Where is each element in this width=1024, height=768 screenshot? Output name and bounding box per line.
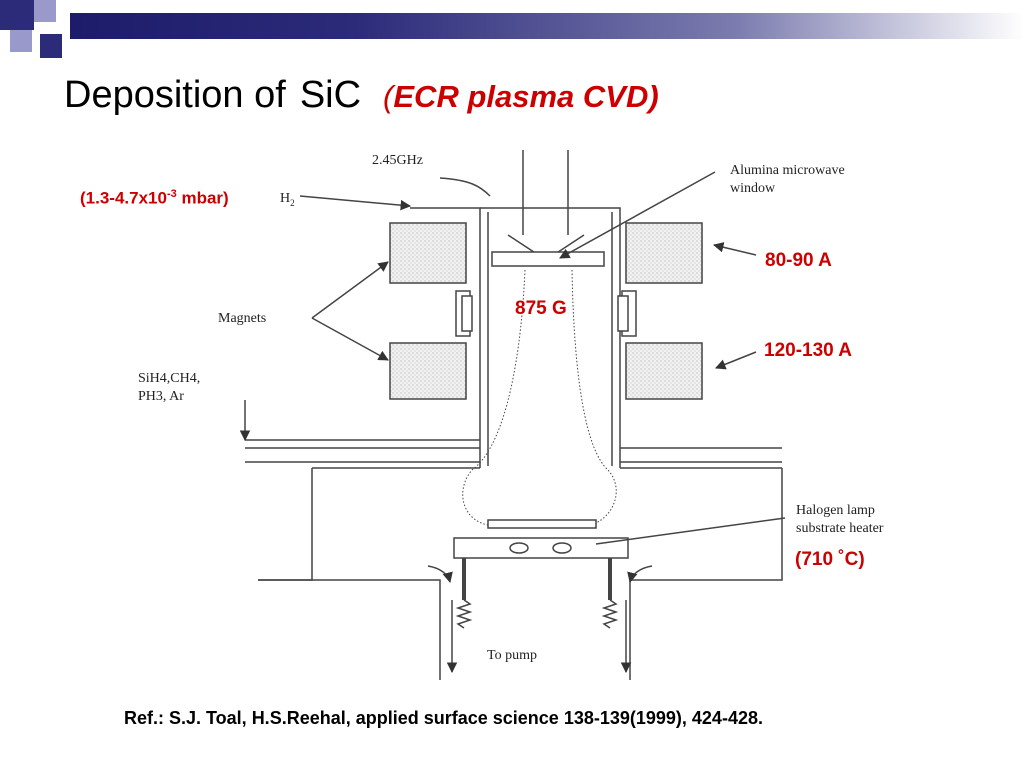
microwave-label: 2.45GHz — [372, 153, 423, 168]
bellows-right — [601, 599, 619, 629]
pressure-exponent: -3 — [166, 188, 177, 200]
flow-arrow-right — [627, 565, 653, 584]
magnet-upper-left — [389, 222, 467, 284]
port-right-inner — [617, 295, 629, 332]
decor-square-1 — [0, 0, 34, 30]
reference-citation: Ref.: S.J. Toal, H.S.Reehal, applied sur… — [124, 708, 763, 728]
plasma-outline — [462, 269, 617, 526]
alumina-label-2: window — [730, 181, 776, 196]
top-plate-right — [480, 207, 621, 468]
pressure-prefix: (1.3-4.7x10 — [80, 188, 167, 208]
title-main: Deposition of — [64, 74, 286, 116]
substrate-holder — [453, 537, 629, 559]
lower-current-label: 120-130 A — [764, 340, 853, 361]
magnets-leader-down — [311, 317, 389, 361]
alumina-label-1: Alumina microwave — [730, 163, 845, 178]
ring-right — [620, 447, 782, 463]
temperature-label: (710 ˚C) — [795, 549, 865, 570]
lamp-left — [509, 542, 529, 554]
title-method-wrap: (ECR plasma CVD) — [383, 79, 659, 114]
precursors-label-1: SiH4,CH4, — [138, 371, 201, 386]
pump-wall-left — [258, 579, 441, 680]
magnets-leader-up — [311, 261, 389, 319]
slide-title: Deposition of SiC (ECR plasma CVD) — [64, 74, 659, 117]
alumina-leader — [559, 171, 716, 259]
h2-arrow — [299, 195, 412, 211]
pressure-label: (1.3-4.7x10-3 mbar) — [80, 188, 229, 209]
pressure-suffix: mbar) — [176, 188, 229, 208]
decor-square-3 — [10, 30, 32, 52]
upper-current-label: 80-90 A — [765, 250, 832, 271]
h2-subscript: 2 — [290, 197, 295, 208]
port-left-inner — [461, 295, 473, 332]
h2-label: H2 — [280, 190, 295, 212]
decor-square-4 — [40, 34, 62, 58]
title-gradient-bar — [70, 13, 1024, 39]
precursors-label-2: PH3, Ar — [138, 389, 184, 404]
heater-leader — [595, 517, 786, 545]
substrate-plate — [487, 519, 597, 529]
heater-label-1: Halogen lamp — [796, 503, 875, 518]
bellows-left — [455, 599, 473, 629]
magnet-lower-right — [625, 342, 703, 400]
title-formula: SiC — [299, 74, 362, 116]
ring-left — [245, 447, 480, 463]
lower-chamber-right — [720, 468, 783, 581]
lower-chamber-left — [258, 468, 313, 581]
lower-current-leader — [715, 351, 757, 370]
magnet-lower-left — [389, 342, 467, 400]
lamp-right — [552, 542, 572, 554]
h2-symbol: H — [280, 191, 291, 206]
decor-square-2 — [34, 0, 56, 22]
upper-current-leader — [712, 242, 757, 256]
microwave-arrow — [439, 177, 491, 197]
field-label: 875 G — [515, 298, 567, 319]
title-method-paren: ( — [383, 79, 394, 114]
pump-label: To pump — [487, 648, 537, 663]
heater-label-2: substrate heater — [796, 521, 884, 536]
pump-wall-right — [629, 579, 720, 680]
alumina-window — [491, 251, 605, 267]
flow-arrow-left — [427, 565, 453, 584]
magnet-upper-right — [625, 222, 703, 284]
magnets-label: Magnets — [218, 311, 267, 326]
title-method: ECR plasma CVD) — [393, 79, 659, 114]
